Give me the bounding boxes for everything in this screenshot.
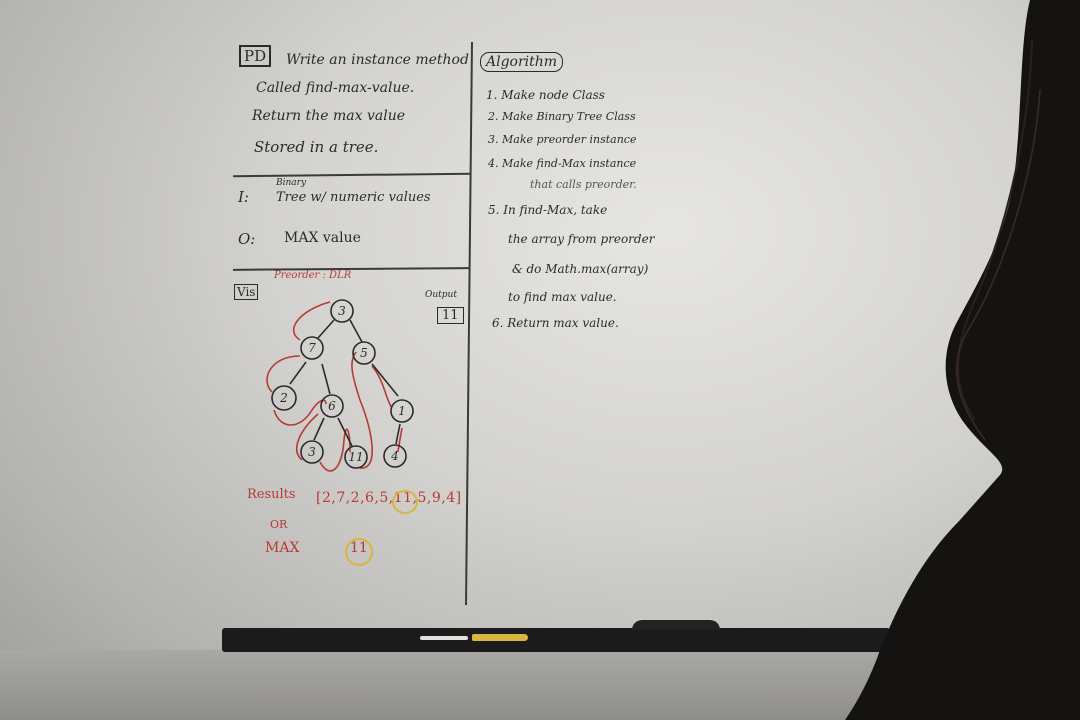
algorithm-step: 3. Make preorder instance xyxy=(488,133,637,146)
algorithm-title: Algorithm xyxy=(480,52,564,72)
results-label: Results xyxy=(247,487,296,502)
algorithm-step: & do Math.max(array) xyxy=(512,262,649,276)
tree-node-circle xyxy=(300,440,324,464)
tree-edge xyxy=(349,319,363,343)
traversal-arrow xyxy=(319,428,351,472)
output-label: Output xyxy=(425,290,457,300)
tray-handle xyxy=(632,620,720,630)
tree-node-label: 4 xyxy=(390,449,399,463)
tree-node-circle xyxy=(300,336,324,360)
tree-edge xyxy=(371,363,399,397)
tree-edge xyxy=(289,361,307,385)
tree-node-label: 6 xyxy=(328,399,336,413)
tree-node-label: 11 xyxy=(348,450,363,464)
max-highlight xyxy=(345,538,373,566)
output-value-box: 11 xyxy=(437,307,464,324)
input-tag: I: xyxy=(238,188,249,206)
tree-node-circle xyxy=(271,385,297,411)
problem-line-3: Return the max value xyxy=(252,108,406,124)
tree-edge xyxy=(313,417,325,441)
results-values: [2,7,2,6,5,11,5,9,4] xyxy=(316,490,462,506)
problem-line-4: Stored in a tree. xyxy=(254,138,379,156)
traversal-arrow xyxy=(351,351,373,469)
tree-node-circle xyxy=(320,394,344,418)
tree-edge xyxy=(395,423,401,445)
tree-node-label: 5 xyxy=(360,346,368,360)
tree-node-label: 3 xyxy=(338,304,346,318)
pd-box: PD xyxy=(239,45,272,67)
tree-edge xyxy=(337,417,353,447)
traversal-arrow xyxy=(397,427,403,453)
vis-box: Vis xyxy=(234,284,259,300)
tree-edge xyxy=(321,363,331,395)
tree-node-circle xyxy=(383,444,407,468)
max-label: MAX xyxy=(265,540,300,556)
results-or: OR xyxy=(270,518,288,531)
tree-node-circle xyxy=(352,341,376,365)
tree-node-circle xyxy=(330,299,354,323)
algorithm-step: the array from preorder xyxy=(508,232,655,246)
algorithm-step: 1. Make node Class xyxy=(486,88,605,102)
tree-node-label: 1 xyxy=(398,404,406,418)
traversal-arrow xyxy=(293,301,331,341)
yellow-marker xyxy=(472,634,528,641)
results-highlight xyxy=(392,490,418,514)
tree-node-circle xyxy=(344,445,368,469)
output-tag: O: xyxy=(238,230,256,248)
algorithm-step: 6. Return max value. xyxy=(492,316,619,330)
tree-edges xyxy=(289,319,401,447)
traversal-arrow xyxy=(273,399,327,426)
algorithm-step: that calls preorder. xyxy=(530,178,637,191)
tree-edge xyxy=(317,319,335,339)
tree-nodes xyxy=(271,299,414,469)
marker-tray xyxy=(222,620,890,652)
board-divider-vertical xyxy=(465,41,473,606)
tree-node-circle xyxy=(390,399,414,423)
tree-node-label: 2 xyxy=(279,391,288,405)
traversal-arrow xyxy=(266,355,301,393)
input-text: Tree w/ numeric values xyxy=(276,190,431,205)
output-text: MAX value xyxy=(284,230,361,246)
traversal-arrows xyxy=(266,301,403,472)
problem-line-2: Called find-max-value. xyxy=(256,80,415,96)
preorder-note: Preorder : DLR xyxy=(274,270,352,281)
white-marker xyxy=(420,636,468,640)
problem-line-1: Write an instance method xyxy=(286,52,469,68)
traversal-arrow xyxy=(296,413,319,461)
tree-node-label: 3 xyxy=(308,445,316,459)
algorithm-step: to find max value. xyxy=(508,290,617,304)
traversal-arrow xyxy=(371,365,393,409)
input-over: Binary xyxy=(276,178,307,188)
algorithm-step: 2. Make Binary Tree Class xyxy=(488,110,636,123)
algorithm-step: 4. Make find-Max instance xyxy=(488,157,637,170)
algorithm-step: 5. In find-Max, take xyxy=(488,203,608,217)
tree-node-label: 7 xyxy=(308,341,316,355)
